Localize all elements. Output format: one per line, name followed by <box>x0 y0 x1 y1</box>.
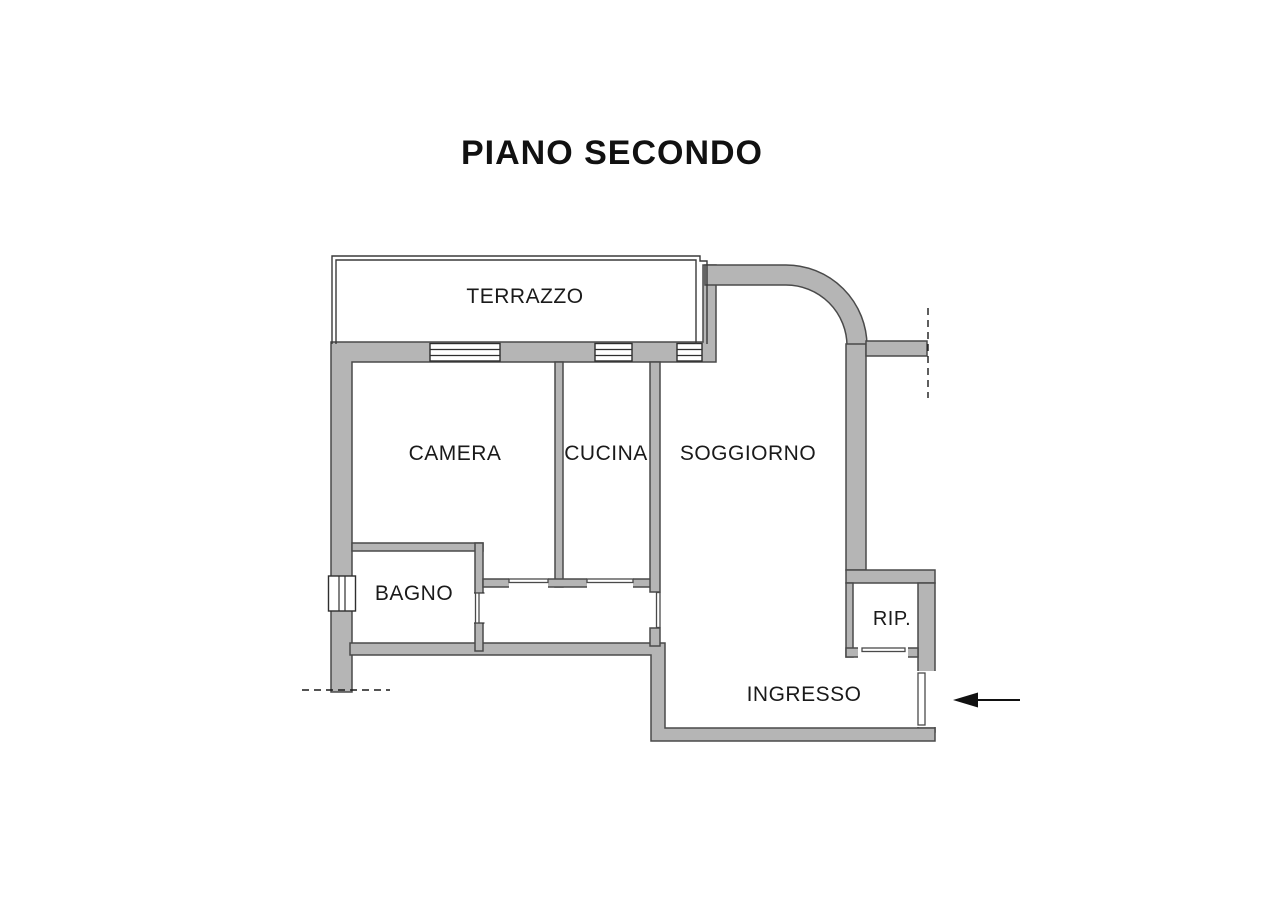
soggiorno-right-wall <box>845 343 867 571</box>
room-label-soggiorno: SOGGIORNO <box>680 442 816 465</box>
room-label-ingresso: INGRESSO <box>747 683 862 706</box>
window-icon <box>327 575 357 612</box>
window-icon <box>676 342 703 362</box>
door-opening <box>508 577 549 589</box>
boundary-stub-wall <box>865 340 928 357</box>
terrazzo-parapet <box>331 255 708 344</box>
door-opening <box>655 591 661 629</box>
exterior-wall-top-left <box>330 264 717 693</box>
door-openings <box>473 577 936 727</box>
room-label-camera: CAMERA <box>409 442 502 465</box>
room-label-terrazzo: TERRAZZO <box>466 285 583 308</box>
page-title: PIANO SECONDO <box>461 134 763 172</box>
windows <box>327 342 703 612</box>
interior-partitions <box>351 361 661 652</box>
window-icon <box>429 342 501 362</box>
exterior-walls <box>330 264 936 742</box>
rip-top-wall <box>845 569 936 584</box>
window-icon <box>594 342 633 362</box>
partition-bagno-top <box>351 542 484 552</box>
partition-soggiorno-left-lower <box>649 627 661 647</box>
exterior-wall-curved <box>704 264 868 347</box>
room-label-rip: RIP. <box>873 608 911 630</box>
door-opening <box>586 577 634 589</box>
partition-soggiorno-left-upper <box>649 361 661 593</box>
room-label-bagno: BAGNO <box>375 582 453 605</box>
partition-camera-cucina <box>554 361 564 588</box>
door-opening <box>473 592 485 624</box>
room-label-cucina: CUCINA <box>564 442 648 465</box>
entrance-door-opening <box>916 671 936 727</box>
ingresso-walls <box>349 642 936 742</box>
door-opening <box>858 646 908 659</box>
rip-left-wall <box>845 582 854 658</box>
entrance-arrow-left-icon <box>953 692 1020 708</box>
